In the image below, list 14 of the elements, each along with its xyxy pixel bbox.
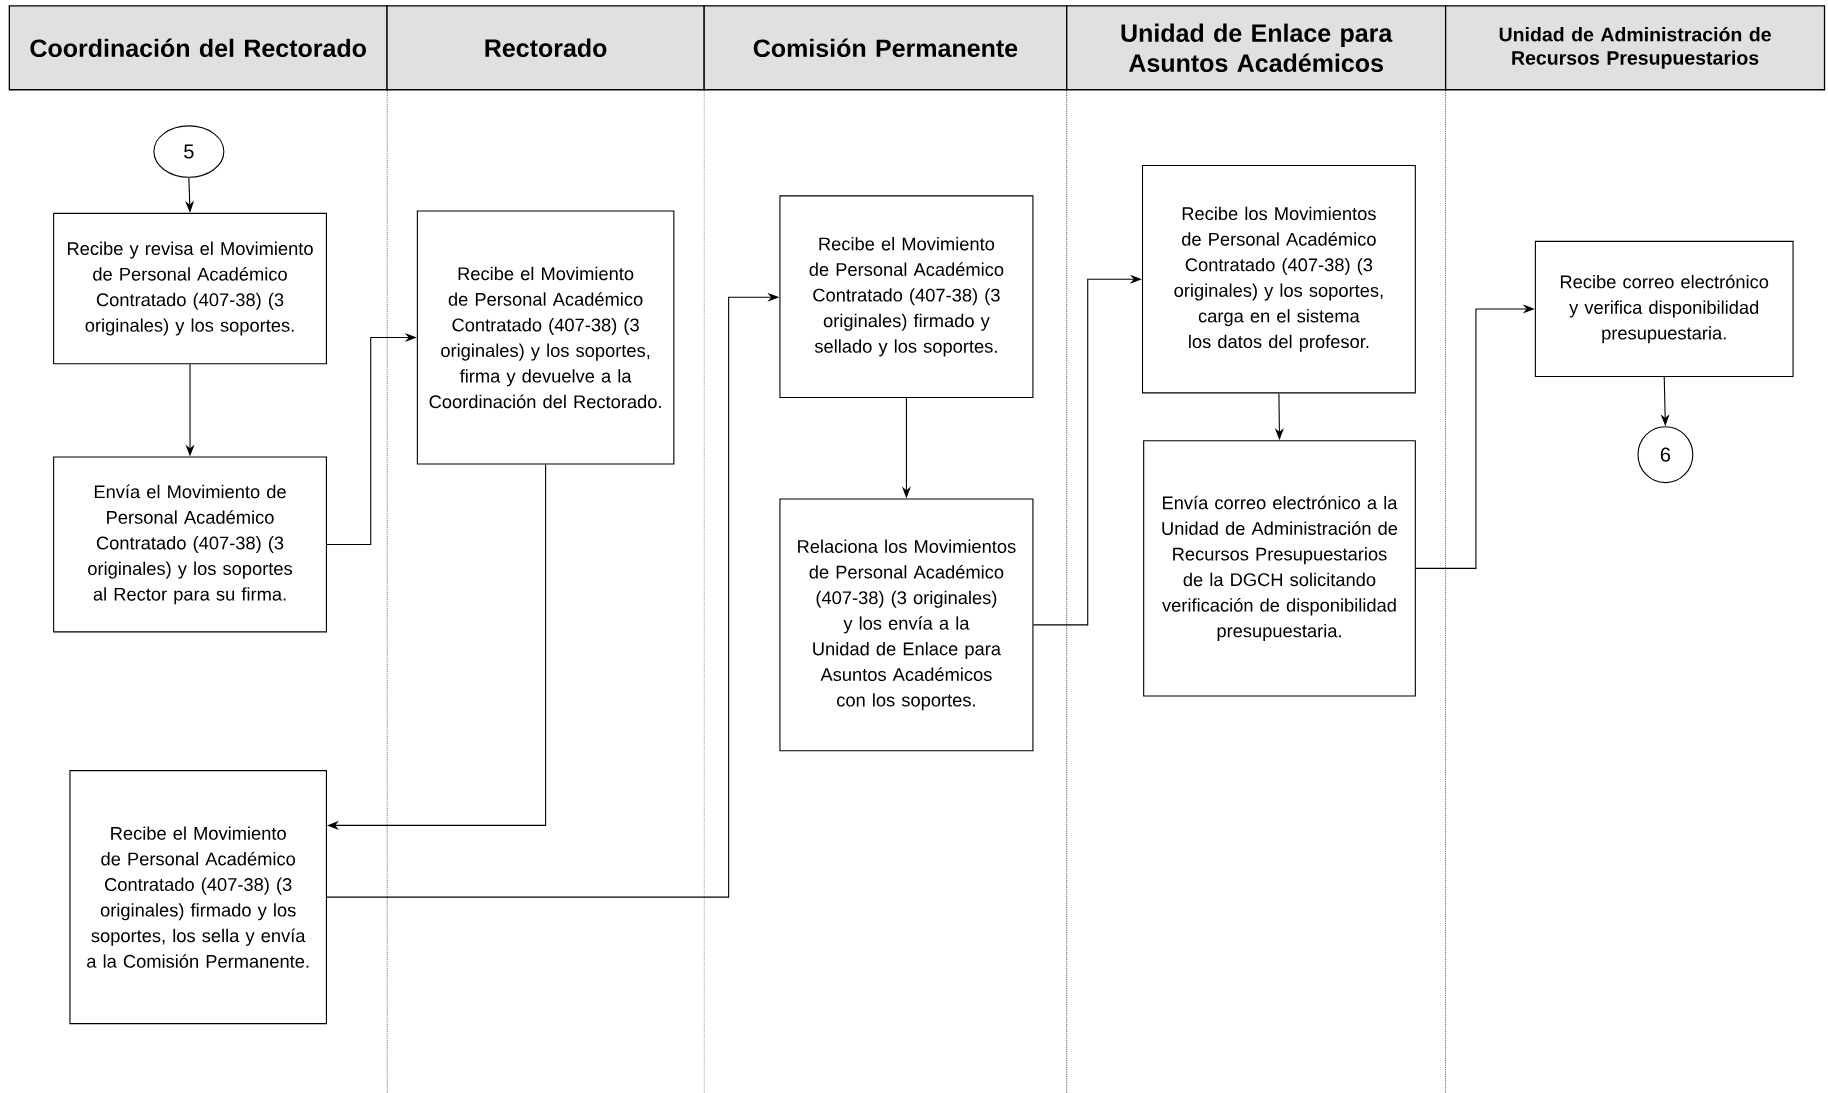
lane-header: Unidad de Enlace para Asuntos Académicos [1066, 5, 1447, 91]
process-box: Envía el Movimiento de Personal Académico Contratado (407-38) (3 originales) y los soportes al Rector para su firma. [53, 456, 327, 633]
lane-header: Comisión Permanente [703, 5, 1068, 91]
process-box: Recibe correo electrónico y verifica disponibilidad presupuestaria. [1534, 240, 1794, 378]
lane-header: Unidad de Administración de Recursos Presupuestarios [1445, 5, 1826, 91]
lane-header: Rectorado [386, 5, 705, 91]
process-box: Recibe el Movimiento de Personal Académico Contratado (407-38) (3 originales) firmado y los soportes, los sella y envía a la Comisión Permanente. [69, 770, 327, 1025]
process-box: Recibe y revisa el Movimiento de Personal Académico Contratado (407-38) (3 originales) y los soportes. [53, 212, 327, 365]
lane-header: Coordinación del Rectorado [8, 5, 388, 91]
process-box: Envía correo electrónico a la Unidad de Administración de Recursos Presupuestarios de la DGCH solicitando verificación de disponibilidad presupuestaria. [1143, 440, 1416, 697]
process-box: Recibe el Movimiento de Personal Académico Contratado (407-38) (3 originales) firmado y sellado y los soportes. [779, 195, 1034, 399]
process-box: Relaciona los Movimientos de Personal Académico (407-38) (3 originales) y los envía a la Unidad de Enlace para Asuntos Académicos con los soportes. [779, 498, 1034, 752]
process-box: Recibe los Movimientos de Personal Académico Contratado (407-38) (3 originales) y los soportes, carga en el sistema los datos del profesor. [1141, 165, 1416, 394]
process-box: Recibe el Movimiento de Personal Académico Contratado (407-38) (3 originales) y los soportes, firma y devuelve a la Coordinación del Rectorado. [416, 210, 675, 465]
